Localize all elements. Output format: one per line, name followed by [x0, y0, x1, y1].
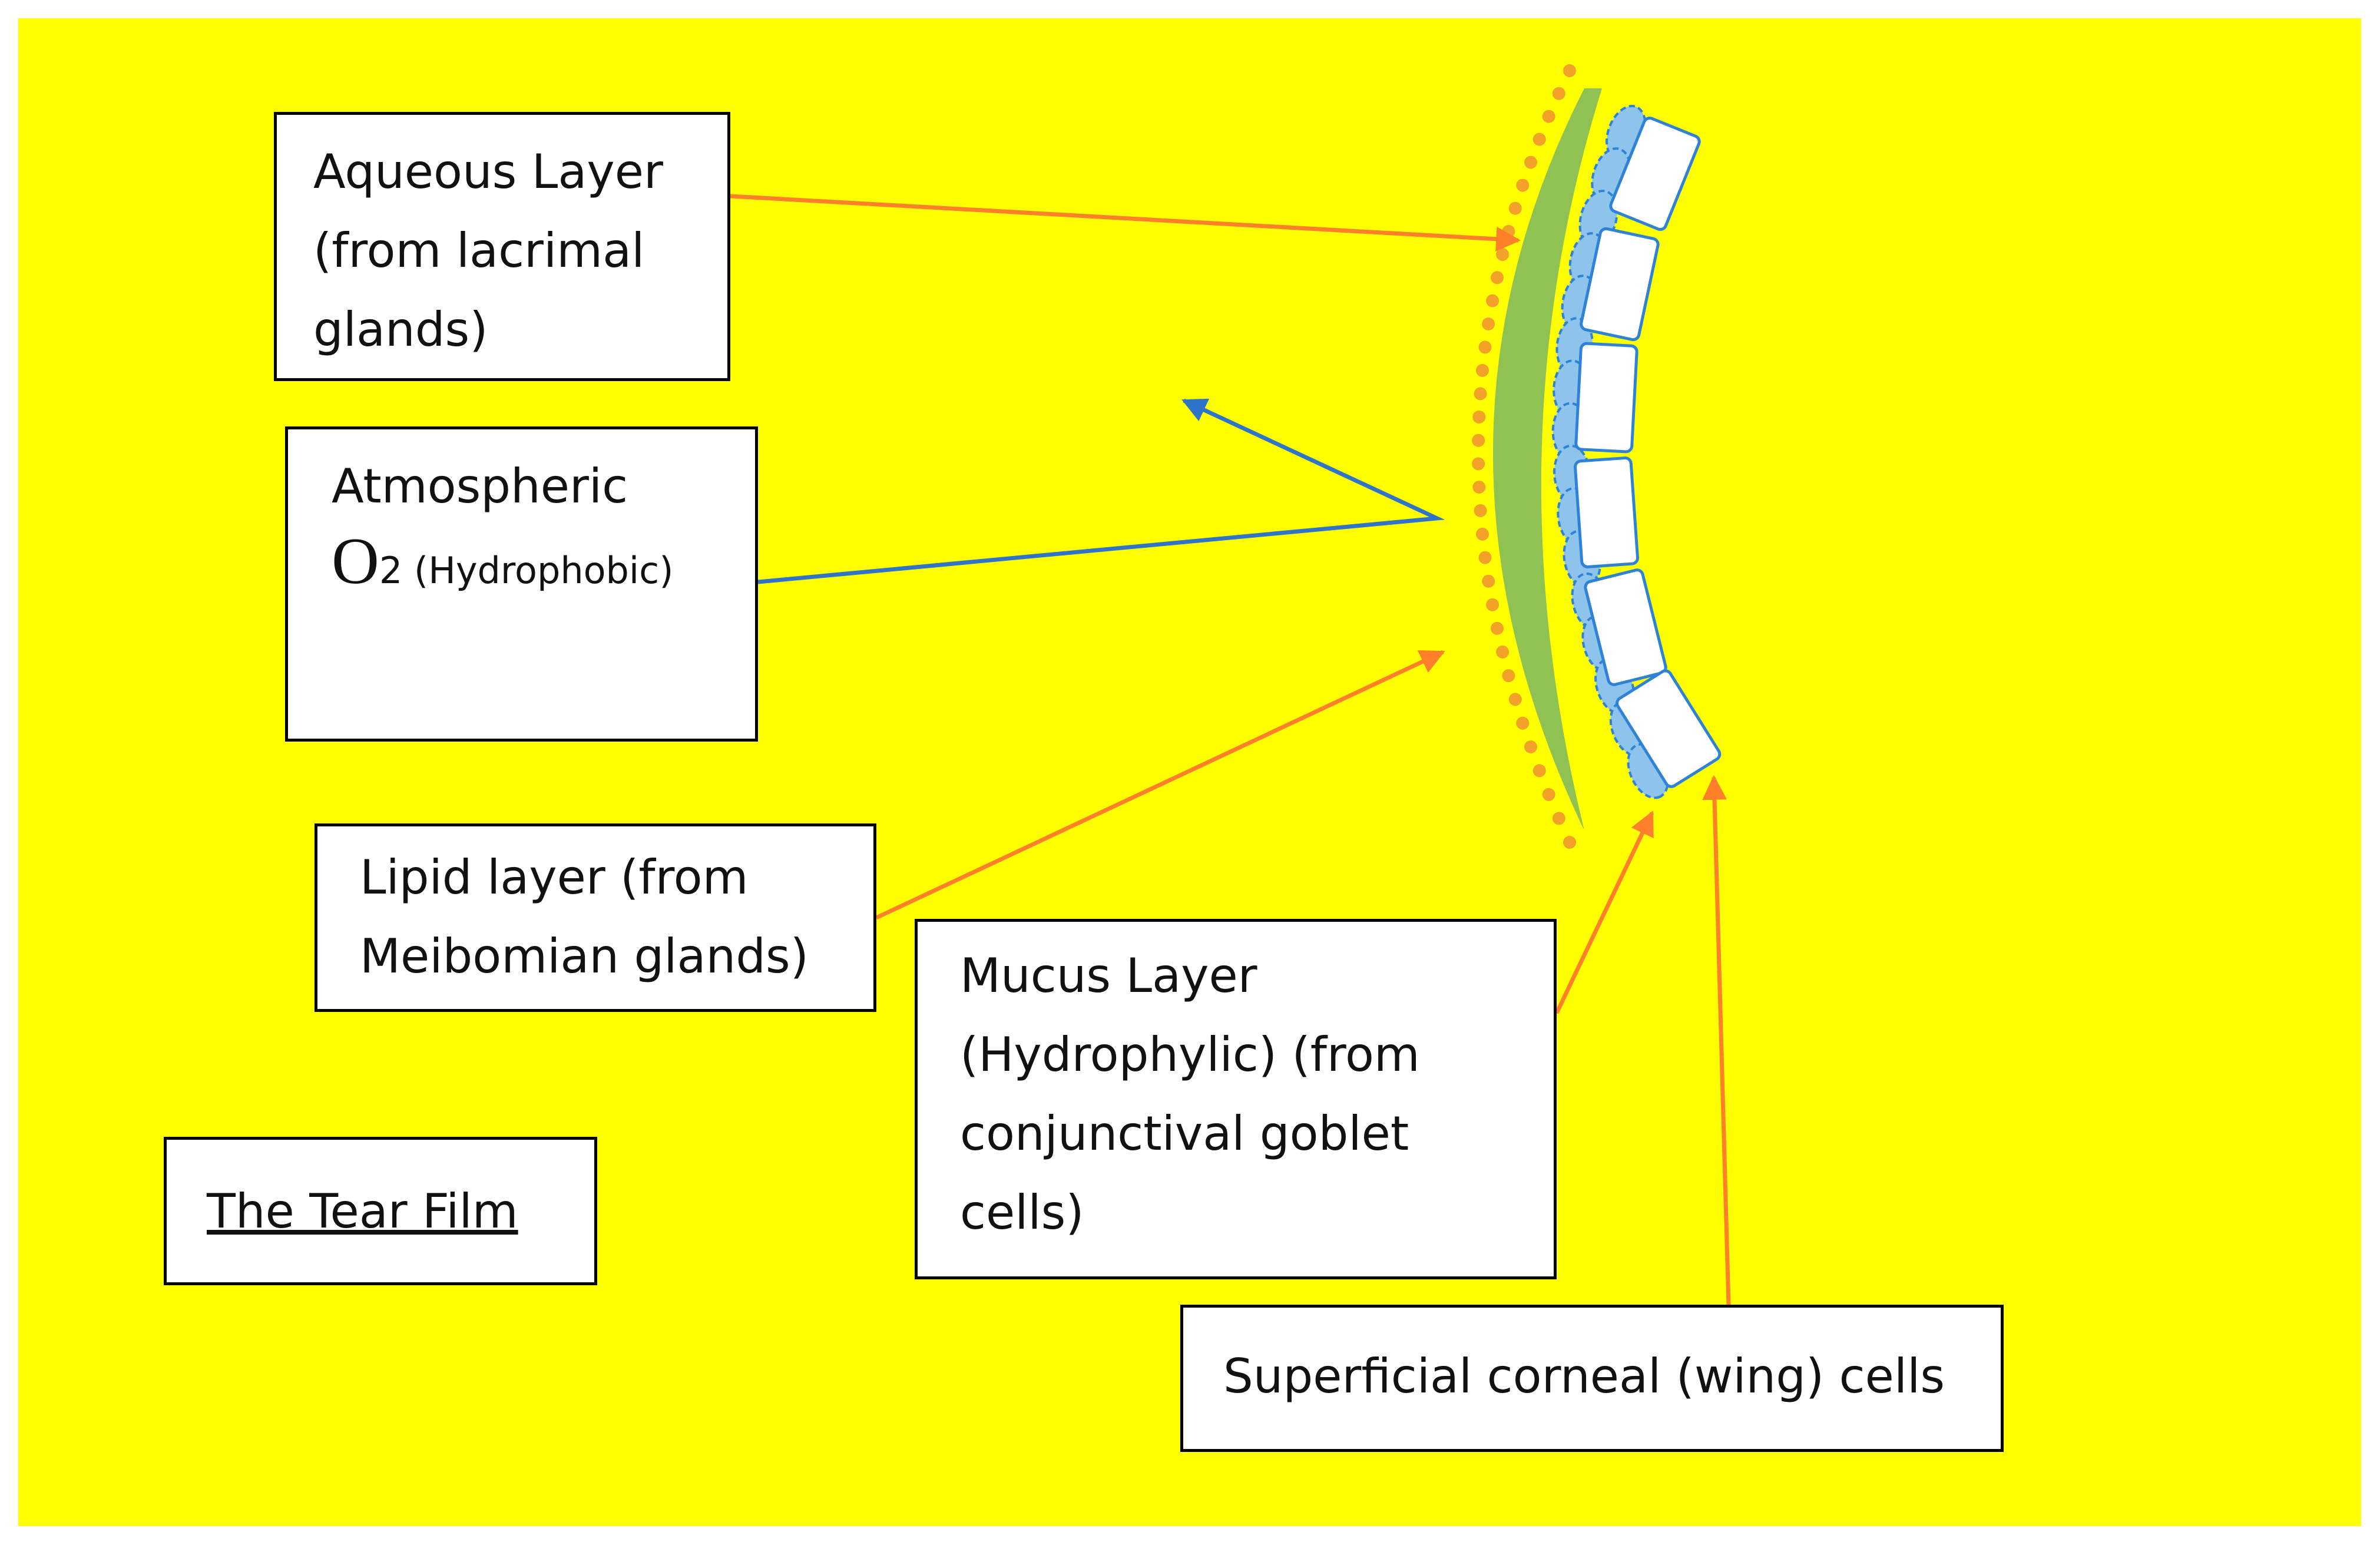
lipid-dot [1496, 645, 1510, 659]
lipid-dot [1472, 481, 1486, 494]
mucus-layer-text: Mucus Layer (Hydrophylic) (from conjunct… [960, 948, 1420, 1240]
lipid-dot [1552, 87, 1565, 100]
corneal-cells-label: Superficial corneal (wing) cells [1180, 1305, 2004, 1452]
wing-cell [1609, 116, 1701, 231]
lipid-dot [1542, 788, 1555, 801]
o2-arrow [757, 398, 1445, 584]
lipid-layer-text: Lipid layer (from Meibomian glands) [360, 850, 809, 984]
title-text: The Tear Film [207, 1184, 518, 1239]
lipid-dot [1474, 504, 1487, 517]
corneal-wing-cells [1574, 116, 1722, 788]
mucus-arrow [1554, 810, 1654, 1014]
o2-subscript: 2 (Hydrophobic) [379, 549, 674, 592]
aqueous-layer-label: Aqueous Layer (from lacrimal glands) [274, 112, 730, 381]
lipid-dot [1508, 201, 1522, 215]
lipid-dot [1516, 178, 1530, 192]
lipid-dot [1476, 363, 1489, 377]
lipid-dot [1478, 551, 1492, 564]
mucus-layer-label: Mucus Layer (Hydrophylic) (from conjunct… [915, 919, 1557, 1279]
lipid-dot [1516, 716, 1530, 730]
lipid-dot [1496, 248, 1510, 262]
lipid-dot [1476, 527, 1489, 541]
atmospheric-text: Atmospheric [332, 459, 628, 514]
lipid-dot [1563, 836, 1576, 849]
aqueous-layer-text: Aqueous Layer (from lacrimal glands) [313, 144, 663, 357]
lipid-layer-label: Lipid layer (from Meibomian glands) [315, 823, 876, 1012]
lipid-dot [1524, 740, 1537, 753]
lipid-layer-dots [1472, 64, 1576, 849]
lipid-dot [1482, 317, 1495, 330]
wing-cell [1574, 456, 1639, 568]
lipid-dot [1491, 271, 1504, 284]
lipid-dot [1508, 693, 1522, 706]
o2-text: O2 (Hydrophobic) [332, 526, 755, 606]
atmospheric-o2-label: Atmospheric O2 (Hydrophobic) [285, 426, 758, 742]
lipid-dot [1472, 434, 1485, 447]
lipid-dot [1474, 387, 1487, 401]
lipid-arrow [875, 650, 1445, 920]
corneal-arrow [1702, 775, 1731, 1305]
wing-cell [1574, 342, 1638, 454]
diagram-title: The Tear Film [164, 1137, 597, 1285]
lipid-dot [1524, 156, 1537, 169]
lipid-dot [1532, 764, 1546, 778]
lipid-dot [1486, 294, 1500, 307]
lipid-dot [1502, 669, 1515, 683]
wing-cell [1616, 669, 1722, 788]
lipid-dot [1502, 224, 1515, 238]
o2-symbol: O [332, 525, 379, 598]
wing-cell [1580, 227, 1660, 342]
lipid-dot [1478, 340, 1492, 354]
lipid-dot [1542, 110, 1555, 123]
corneal-cells-text: Superficial corneal (wing) cells [1223, 1349, 1945, 1404]
lipid-dot [1491, 621, 1504, 635]
aqueous-layer-band [1493, 88, 1602, 831]
lipid-dot [1472, 411, 1486, 424]
lipid-dot [1563, 64, 1576, 77]
wing-cell [1584, 568, 1667, 686]
lipid-dot [1532, 133, 1546, 146]
lipid-dot [1486, 598, 1500, 611]
lipid-dot [1482, 574, 1495, 588]
lipid-dot [1472, 457, 1485, 471]
aqueous-arrow [730, 194, 1521, 252]
lipid-dot [1552, 812, 1565, 825]
